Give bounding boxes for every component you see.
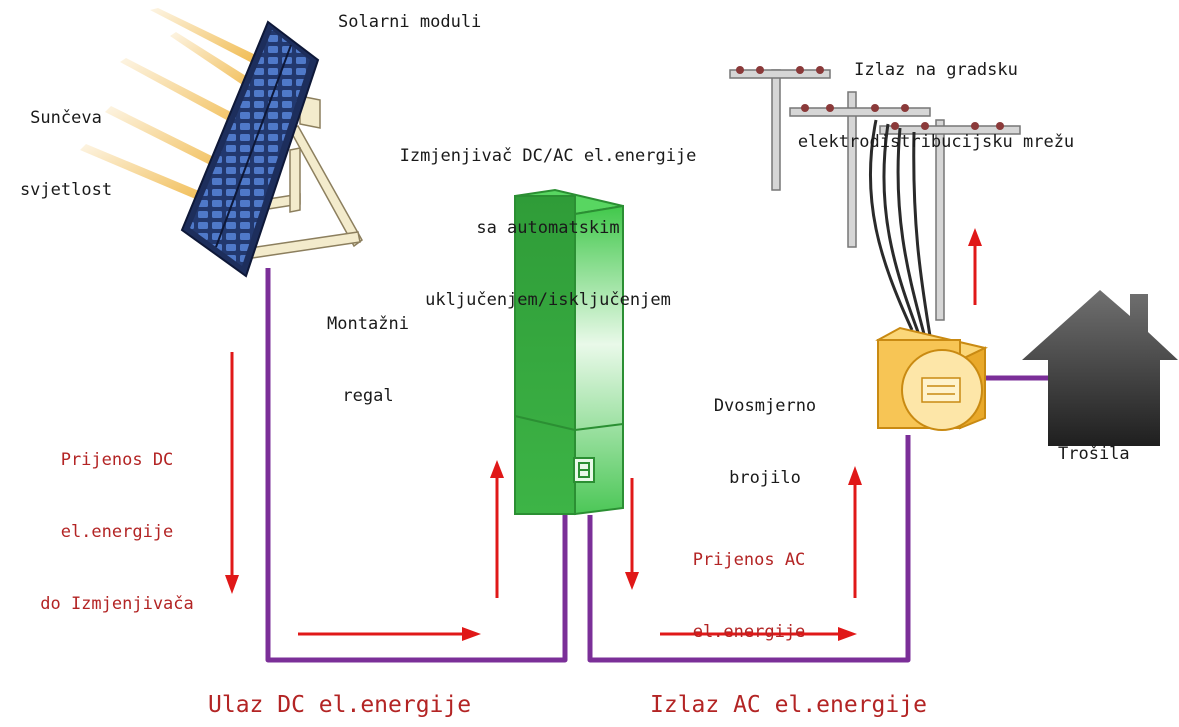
arrow-up-ac bbox=[848, 466, 862, 598]
solar-modules-label: Solarni moduli bbox=[338, 12, 482, 32]
sunlight-label-line: Sunčeva bbox=[30, 108, 102, 128]
grid-output-label-line: elektrodistribucijsku mrežu bbox=[797, 132, 1075, 152]
sunlight-label: Sunčeva svjetlost bbox=[16, 58, 116, 250]
inverter-label: Izmjenjivač DC/AC el.energije sa automat… bbox=[348, 96, 748, 360]
ac-transfer-label: Prijenos AC el.energije bbox=[664, 500, 834, 692]
ac-transfer-label-line: Prijenos AC bbox=[692, 550, 806, 570]
ac-cable bbox=[587, 435, 911, 663]
sunray bbox=[120, 58, 262, 136]
dc-cable bbox=[265, 268, 568, 663]
bidirectional-meter-label-line: brojilo bbox=[729, 468, 801, 488]
dc-transfer-label-line: el.energije bbox=[60, 522, 174, 542]
arrow-right-dc bbox=[298, 627, 481, 641]
sunray bbox=[105, 106, 240, 178]
solar-panel bbox=[180, 20, 320, 278]
dc-transfer-label: Prijenos DC el.energije do Izmjenjivača bbox=[2, 400, 232, 664]
sunray bbox=[80, 144, 216, 206]
meter-box bbox=[875, 326, 988, 431]
sunlight-label-line: svjetlost bbox=[19, 180, 113, 200]
arrow-up-dc bbox=[490, 460, 504, 598]
arrow-down-ac bbox=[625, 478, 639, 590]
grid-output-label-line: Izlaz na gradsku bbox=[854, 60, 1018, 80]
arrow-down-dc bbox=[225, 352, 239, 594]
display-icon bbox=[573, 457, 595, 483]
bidirectional-meter-label: Dvosmjerno brojilo bbox=[700, 346, 830, 538]
sunray bbox=[170, 32, 262, 94]
arrow-right-ac bbox=[660, 627, 857, 641]
dc-input-label: Ulaz DC el.energije bbox=[208, 692, 472, 718]
power-poles bbox=[729, 69, 1021, 321]
consumers-label: Trošila bbox=[1058, 444, 1130, 464]
inverter-label-line: sa automatskim bbox=[476, 218, 620, 238]
mounting-rack-label-line: regal bbox=[342, 386, 394, 406]
grid-output-label: Izlaz na gradsku elektrodistribucijsku m… bbox=[746, 10, 1126, 202]
flow-arrows bbox=[225, 228, 982, 641]
bidirectional-meter-label-line: Dvosmjerno bbox=[713, 396, 817, 416]
mounting-rack bbox=[249, 95, 363, 259]
sunray bbox=[150, 8, 262, 66]
mounting-rack-label-line: Montažni bbox=[327, 314, 409, 334]
service-drop-wires bbox=[868, 119, 932, 337]
sunray-group bbox=[80, 8, 262, 206]
ac-transfer-label-line: el.energije bbox=[692, 622, 806, 642]
cable-group bbox=[265, 268, 1050, 663]
dc-transfer-label-line: do Izmjenjivača bbox=[40, 594, 194, 614]
inverter-label-line: Izmjenjivač DC/AC el.energije bbox=[399, 146, 697, 166]
insulators bbox=[736, 66, 1004, 130]
dc-transfer-label-line: Prijenos DC bbox=[60, 450, 174, 470]
ac-output-label: Izlaz AC el.energije bbox=[650, 692, 927, 718]
inverter-cabinet bbox=[514, 188, 624, 516]
mounting-rack-label: Montažni regal bbox=[318, 264, 418, 456]
house-icon bbox=[1022, 290, 1178, 446]
arrow-up-grid bbox=[968, 228, 982, 305]
inverter-label-line: uključenjem/isključenjem bbox=[425, 290, 671, 310]
